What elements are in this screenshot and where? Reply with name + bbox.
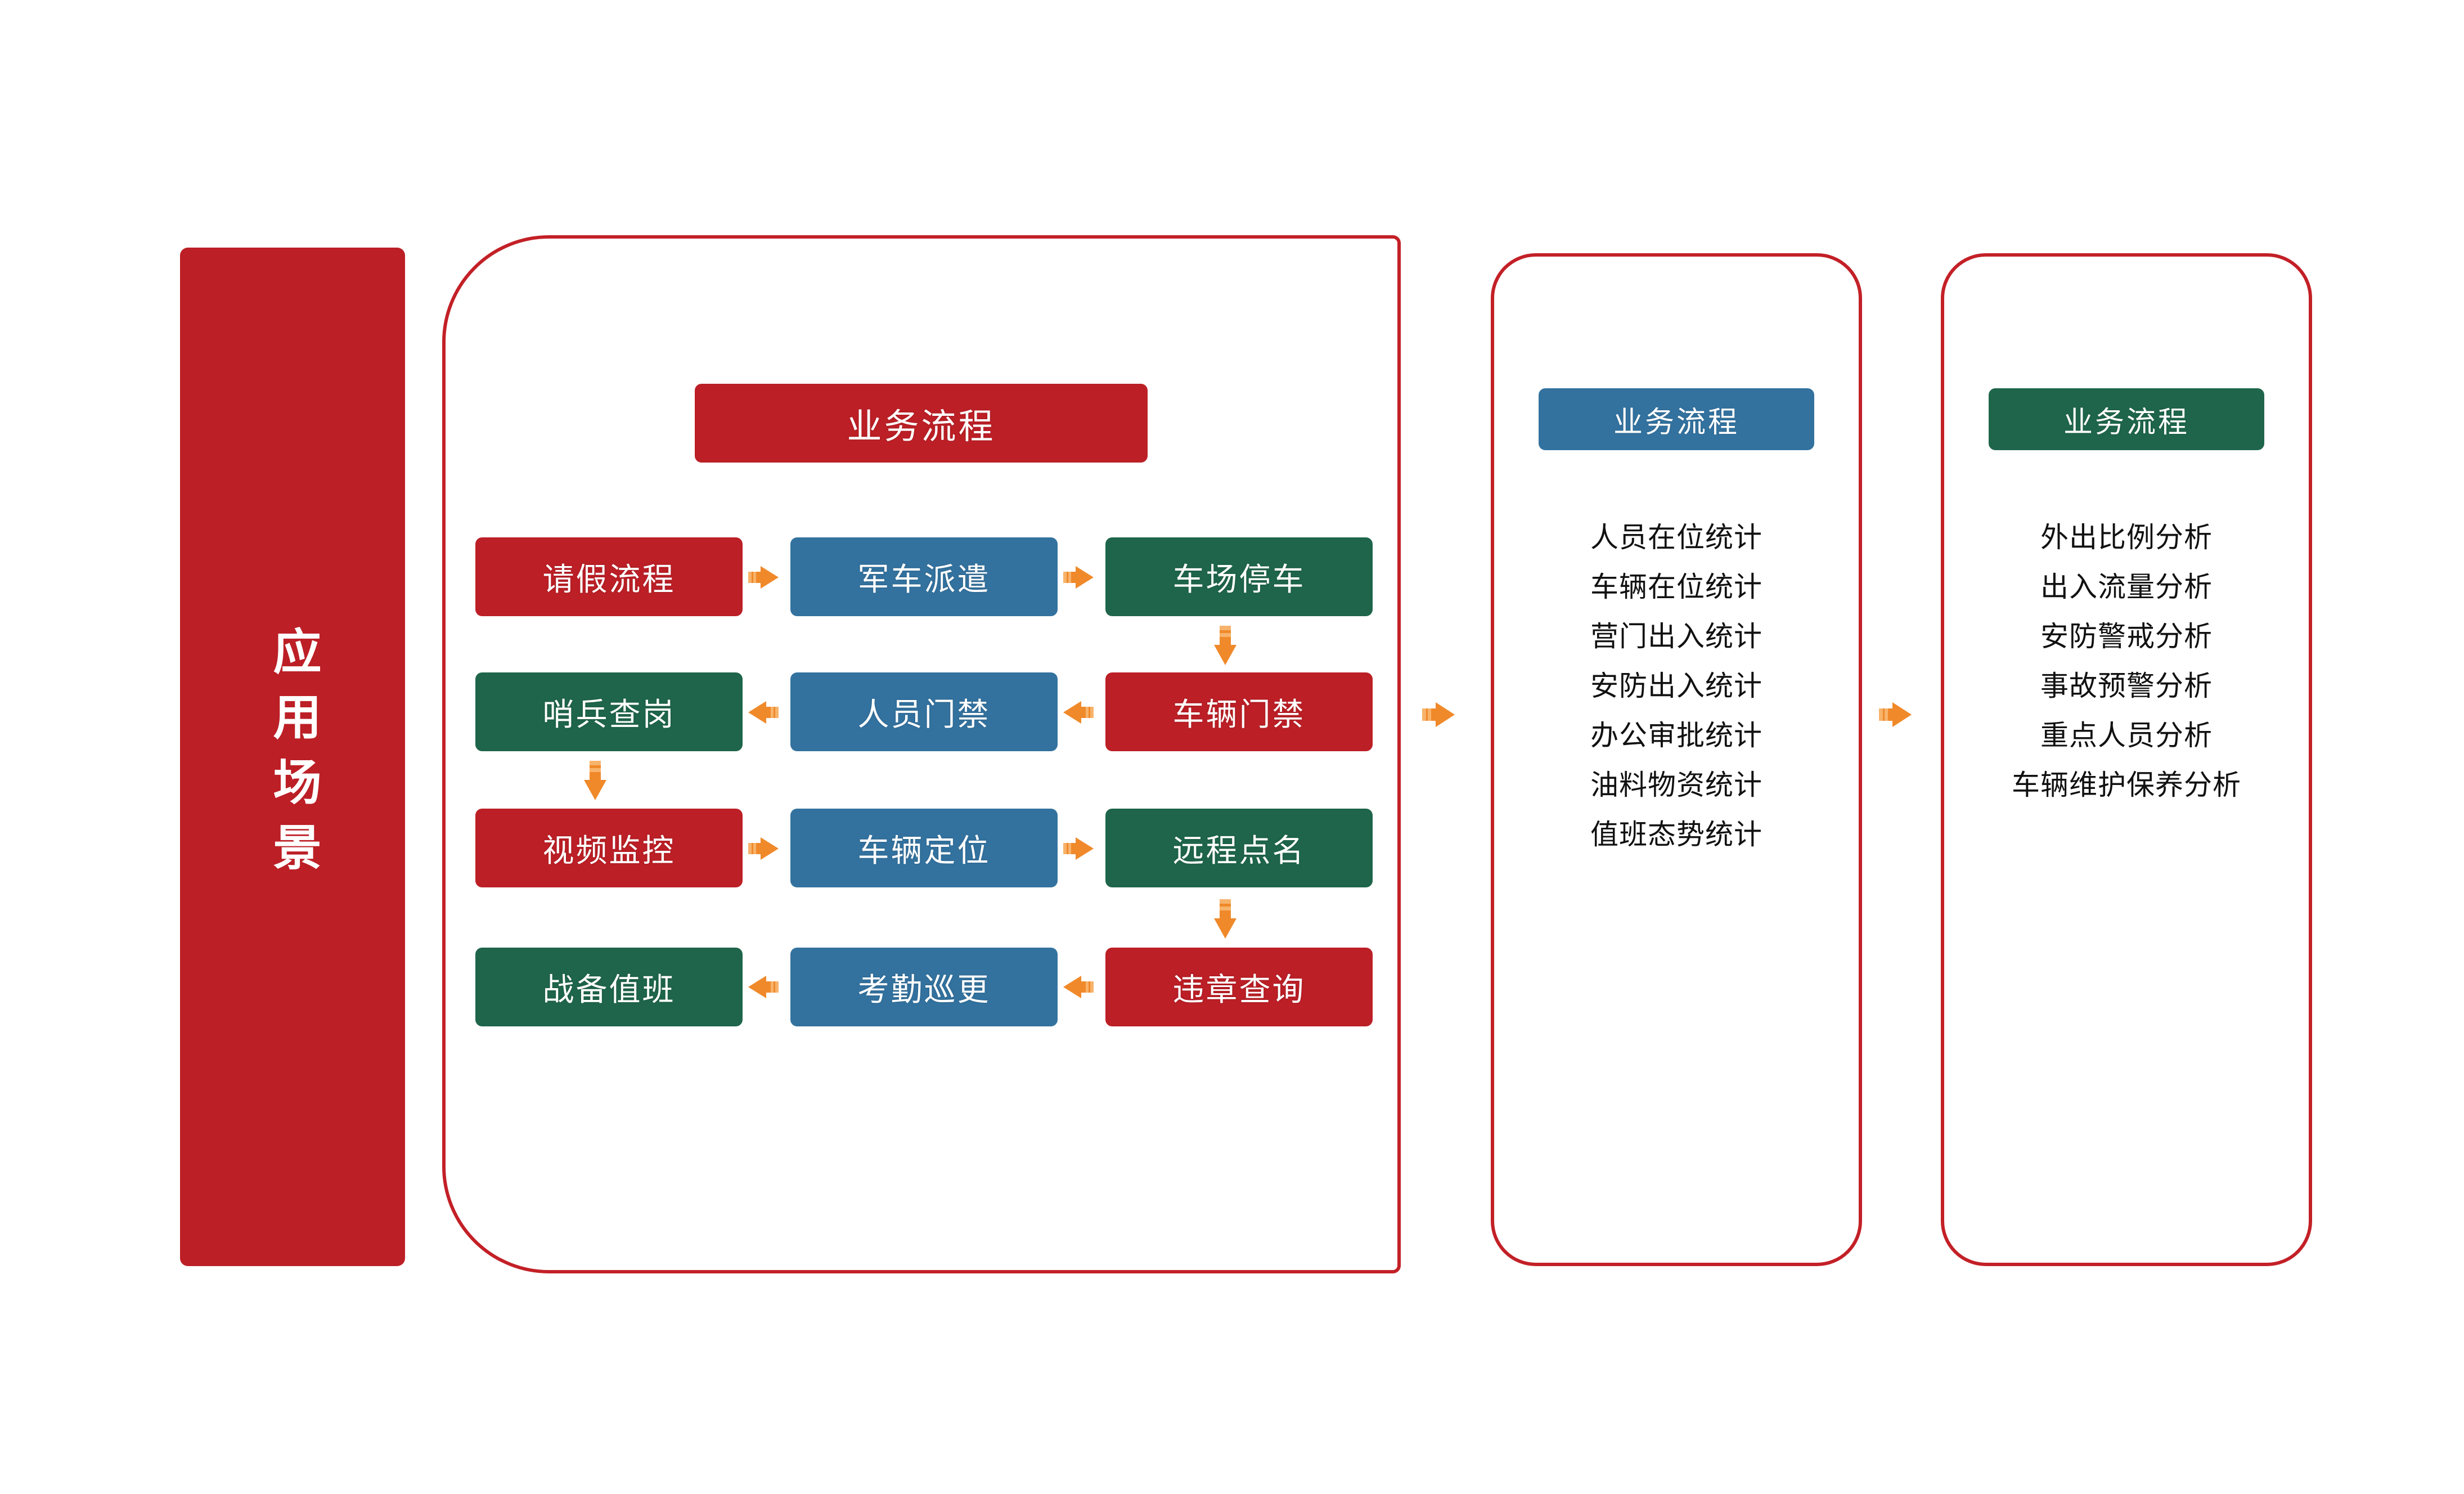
flow-box-r1c3[interactable]: 车场停车 [1105, 537, 1373, 616]
list-item: 油料物资统计 [1590, 769, 1762, 801]
list-item: 出入流量分析 [2040, 571, 2213, 603]
list-item: 车辆维护保养分析 [2012, 769, 2241, 801]
flow-box-r2c3[interactable]: 车辆门禁 [1105, 672, 1373, 751]
list-item: 人员在位统计 [1590, 521, 1762, 554]
flow-box-r2c1[interactable]: 哨兵查岗 [475, 672, 743, 751]
list-item: 办公审批统计 [1590, 719, 1762, 752]
flow-box-r4c3[interactable]: 违章查询 [1105, 948, 1373, 1026]
flow-box-r4c1[interactable]: 战备值班 [475, 948, 743, 1026]
flow-box-r1c1[interactable]: 请假流程 [475, 537, 743, 616]
list-item: 安防警戒分析 [2040, 620, 2213, 653]
list-item: 重点人员分析 [2040, 719, 2213, 752]
flow-panel-header: 业务流程 [695, 384, 1148, 463]
list-item: 车辆在位统计 [1590, 571, 1762, 603]
list-item: 事故预警分析 [2040, 670, 2213, 702]
flow-box-r3c3[interactable]: 远程点名 [1105, 809, 1373, 887]
flow-box-r3c1[interactable]: 视频监控 [475, 809, 743, 887]
analysis-list: 外出比例分析 出入流量分析 安防警戒分析 事故预警分析 重点人员分析 车辆维护保… [1941, 523, 2312, 820]
flow-box-r3c2[interactable]: 车辆定位 [790, 809, 1058, 887]
statistics-list: 人员在位统计 车辆在位统计 营门出入统计 安防出入统计 办公审批统计 油料物资统… [1491, 523, 1862, 870]
application-scenario-banner: 应用场景 [180, 248, 405, 1266]
flow-box-r4c2[interactable]: 考勤巡更 [790, 948, 1058, 1026]
list-item: 值班态势统计 [1590, 818, 1762, 851]
list-item: 营门出入统计 [1590, 620, 1762, 653]
flow-box-r1c2[interactable]: 军车派遣 [790, 537, 1058, 616]
list-item: 外出比例分析 [2040, 521, 2213, 554]
application-scenario-label: 应用场景 [264, 626, 321, 887]
statistics-panel-header: 业务流程 [1539, 388, 1814, 450]
flow-box-r2c2[interactable]: 人员门禁 [790, 672, 1058, 751]
list-item: 安防出入统计 [1590, 670, 1762, 702]
analysis-panel-header: 业务流程 [1989, 388, 2264, 450]
